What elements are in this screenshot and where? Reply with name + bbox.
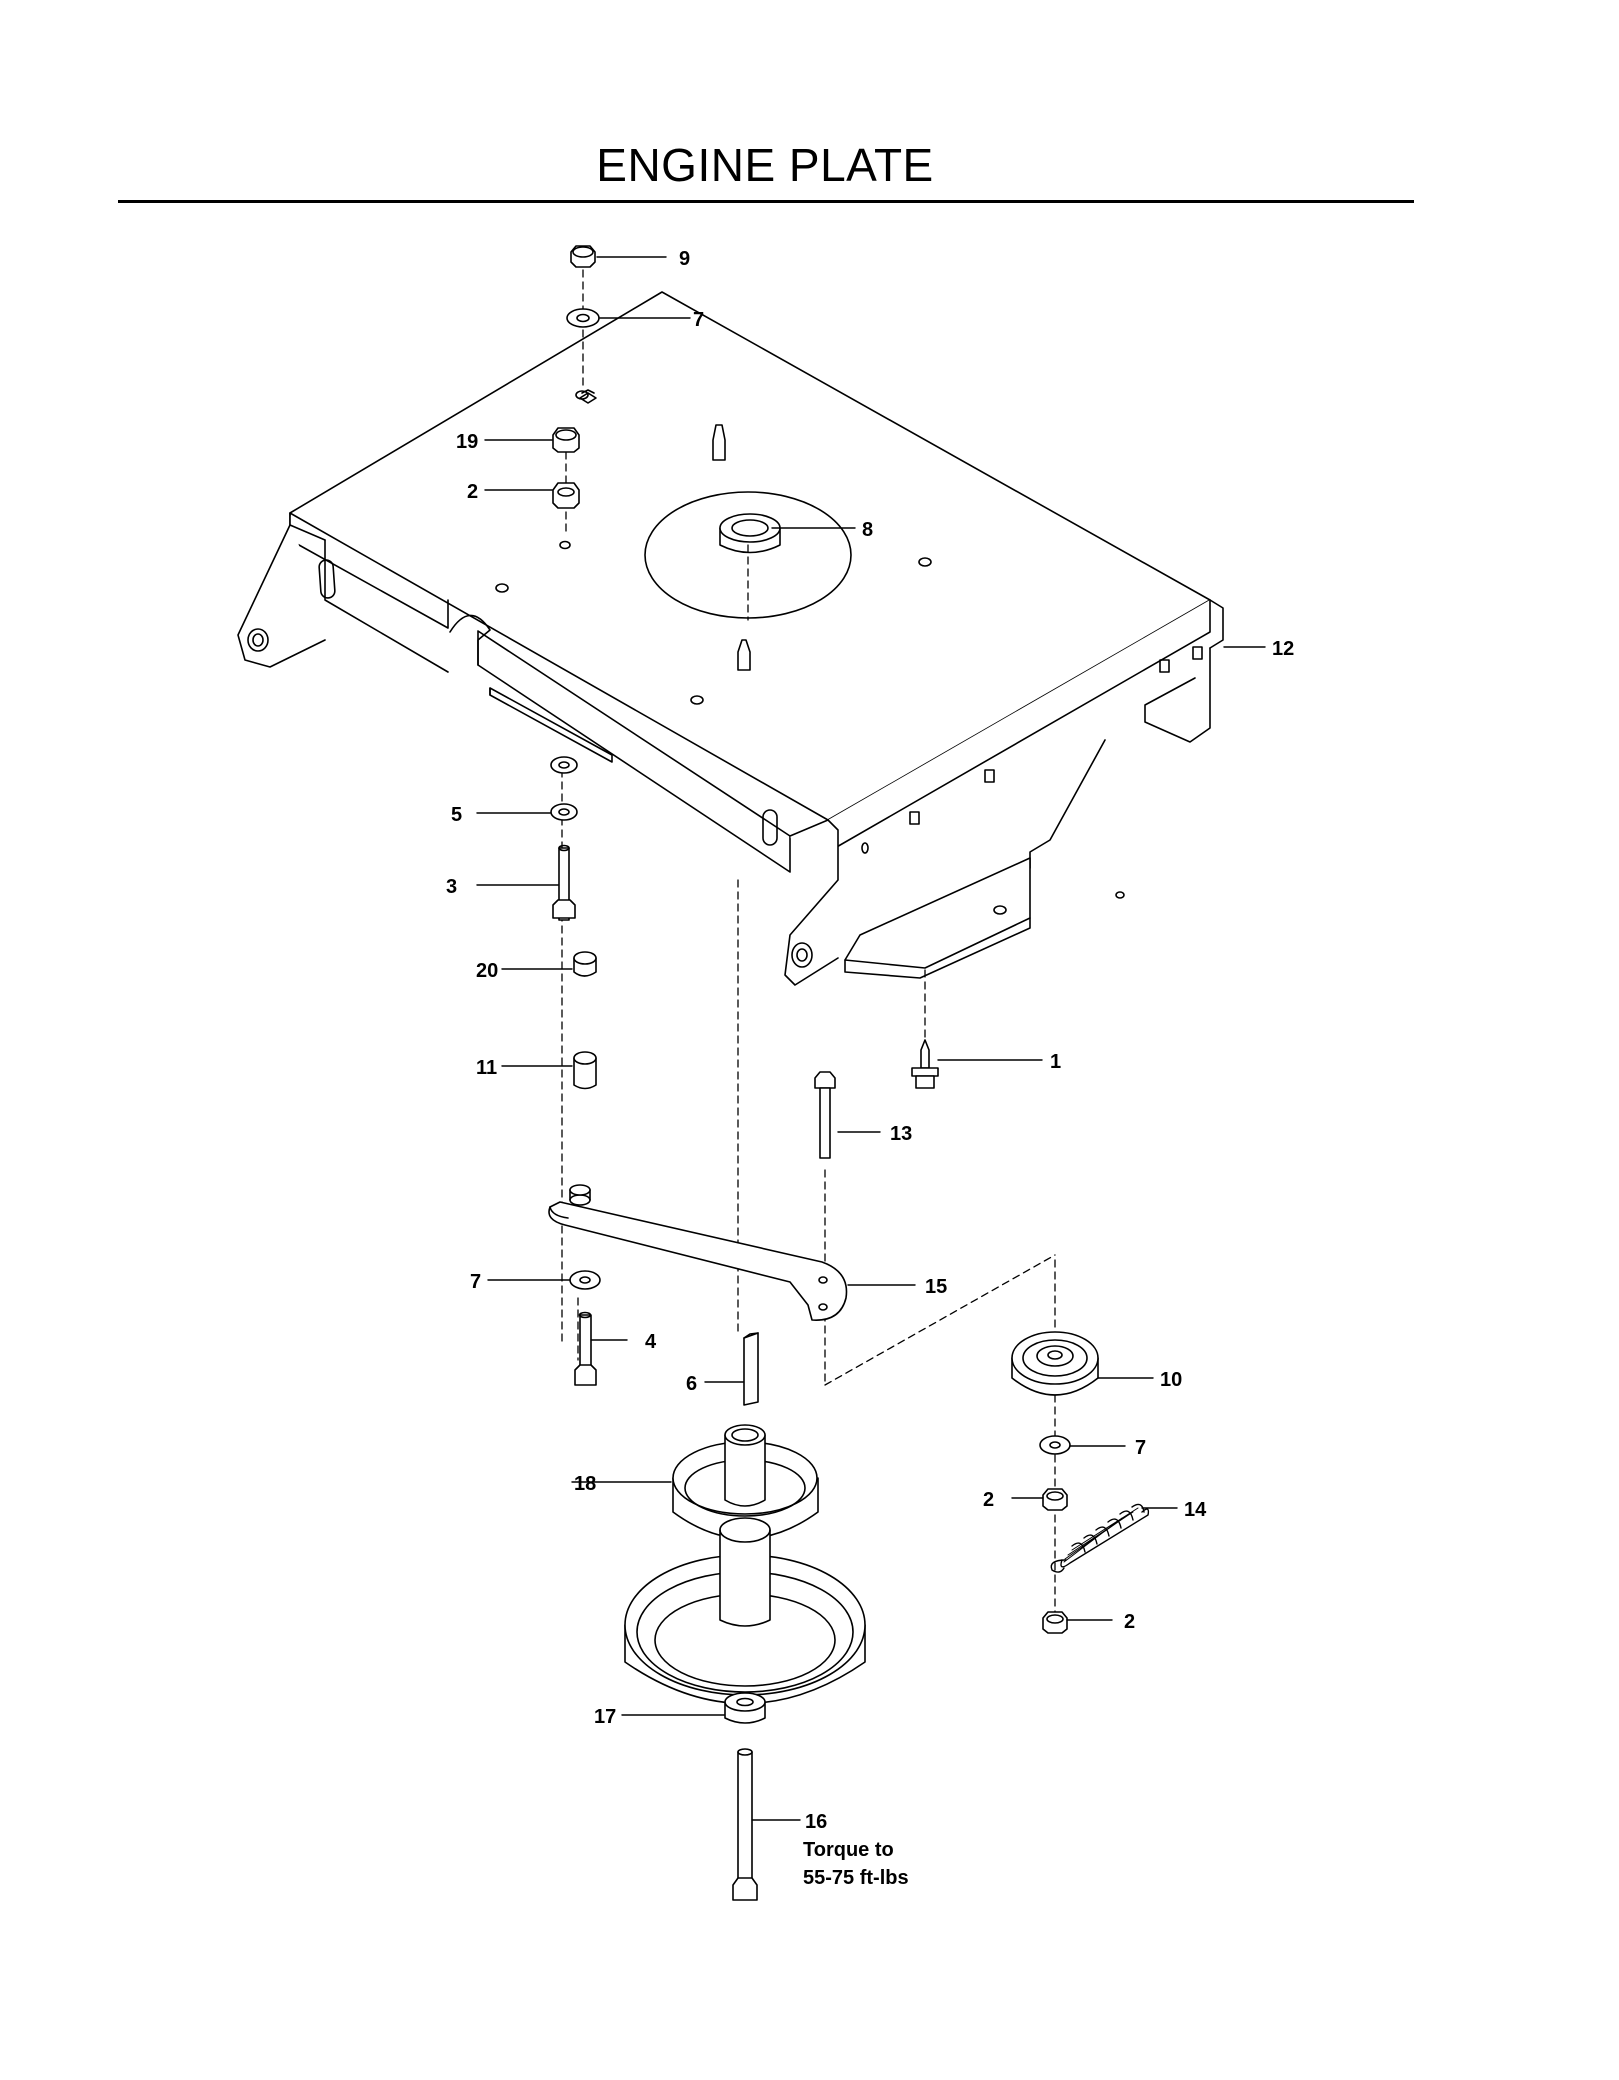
callout-9: 9 [679, 248, 690, 270]
nut-2-bottom [1042, 1611, 1068, 1634]
callout-2-right: 2 [983, 1489, 994, 1511]
callout-18: 18 [574, 1473, 596, 1495]
callout-12: 12 [1272, 638, 1294, 660]
callout-15: 15 [925, 1276, 947, 1298]
page-title: ENGINE PLATE [596, 139, 934, 191]
callout-4: 4 [645, 1331, 657, 1353]
washer-5 [550, 756, 578, 821]
washer-7-right [1039, 1435, 1071, 1455]
callout-1: 1 [1050, 1051, 1061, 1073]
leader-lines [476, 256, 1266, 1821]
callout-6: 6 [686, 1373, 697, 1395]
idler-arm-15 [548, 1184, 848, 1321]
callout-7-right: 7 [1135, 1437, 1146, 1459]
callout-5: 5 [451, 804, 462, 826]
torque-note-line2: 55-75 ft-lbs [803, 1867, 909, 1889]
pulley-18 [672, 1424, 819, 1540]
callout-14: 14 [1184, 1499, 1207, 1521]
callout-3: 3 [446, 876, 457, 898]
nut-19 [552, 427, 580, 453]
callout-7-mid: 7 [470, 1271, 481, 1293]
washer-7-top [566, 308, 600, 328]
torque-note-line1: Torque to [803, 1839, 894, 1861]
callout-11: 11 [476, 1057, 497, 1079]
bushing-11 [573, 1051, 597, 1090]
callout-19: 19 [456, 431, 478, 453]
bolt-1 [911, 1039, 939, 1089]
nut-2-right [1042, 1488, 1068, 1511]
pulley-17 [624, 1517, 866, 1724]
callout-20: 20 [476, 960, 498, 982]
title-rule [118, 200, 1414, 203]
washer-7-mid [569, 1270, 601, 1290]
engine-plate [237, 291, 1224, 986]
callout-2-top: 2 [467, 481, 478, 503]
callout-7-top: 7 [693, 309, 704, 331]
nut-2-top [552, 482, 580, 509]
callout-8: 8 [862, 519, 873, 541]
nut-9 [570, 245, 596, 268]
callout-16: 16 [805, 1811, 827, 1833]
bolt-13 [814, 1071, 836, 1159]
spacer-20 [573, 951, 597, 977]
bolt-4 [574, 1311, 597, 1386]
callout-13: 13 [890, 1123, 912, 1145]
callout-2-bottom: 2 [1124, 1611, 1135, 1633]
bolt-16 [732, 1748, 758, 1901]
idler-pulley-10 [1011, 1331, 1099, 1396]
spring-14 [1050, 1503, 1150, 1573]
callout-17: 17 [594, 1706, 616, 1728]
key-6 [743, 1332, 759, 1406]
bolt-3 [552, 844, 576, 921]
callout-10: 10 [1160, 1369, 1182, 1391]
